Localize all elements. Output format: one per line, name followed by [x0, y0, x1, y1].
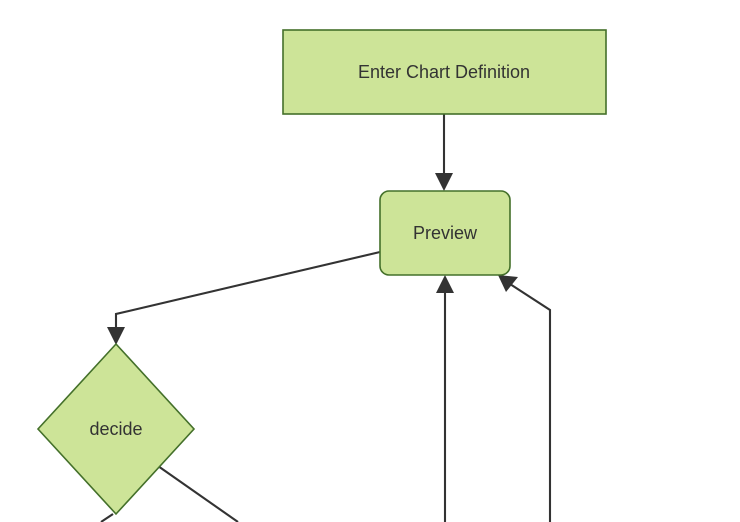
edge-preview-to-decide-line: [114, 250, 381, 330]
edge-offscreen-right-to-preview: [498, 275, 552, 522]
edge-offscreen-right-to-preview-arrowhead: [498, 275, 518, 292]
node-decide[interactable]: decide: [36, 342, 196, 516]
node-preview-shape[interactable]: [379, 190, 511, 276]
node-enter-chart-definition-shape[interactable]: [282, 29, 607, 115]
edge-decide-down-right-line: [157, 465, 239, 522]
edge-decide-down-left: [100, 513, 114, 522]
edge-offscreen-center-to-preview-arrowhead: [436, 275, 454, 293]
edge-enter-to-preview-arrowhead: [435, 173, 453, 191]
node-preview[interactable]: Preview: [379, 190, 511, 276]
edge-enter-to-preview: [435, 114, 453, 191]
edge-decide-down-left-line: [100, 513, 114, 522]
node-decide-shape[interactable]: [36, 342, 196, 516]
edge-offscreen-center-to-preview: [436, 275, 454, 522]
edge-preview-to-decide-arrowhead: [107, 327, 125, 345]
edge-decide-down-right: [157, 465, 239, 522]
edge-offscreen-right-to-preview-line: [509, 283, 552, 522]
node-enter-chart-definition[interactable]: Enter Chart Definition: [282, 29, 607, 115]
edge-preview-to-decide: [107, 250, 381, 345]
